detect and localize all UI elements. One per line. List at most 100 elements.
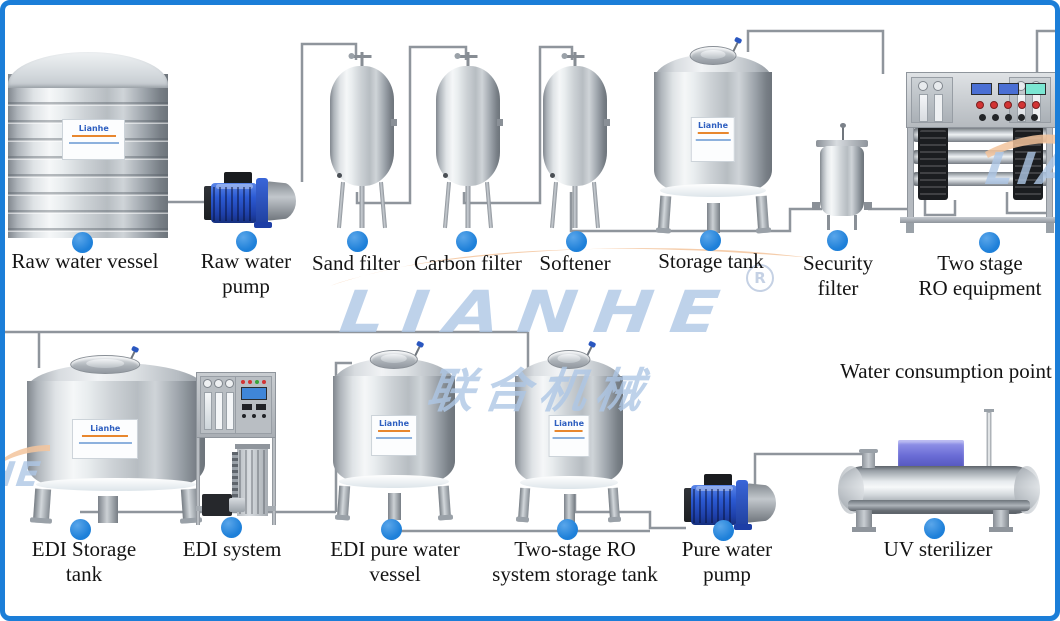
- connector-dot-two-stage-ro-storage: [557, 519, 578, 540]
- filter-outlet: [864, 202, 872, 210]
- filter-nozzle: [391, 118, 397, 126]
- uv-sterilizer-illustration: [836, 440, 1042, 532]
- ro-high-pressure-pump: [1010, 122, 1046, 200]
- edi-display: [240, 387, 267, 400]
- uv-outlet-pipe: [984, 409, 994, 466]
- label-raw-water-vessel: Raw water vessel: [11, 249, 159, 273]
- tank-outlet: [707, 203, 721, 233]
- connector-dot-edi-system: [221, 517, 242, 538]
- label-edi-system: EDI system: [182, 537, 282, 561]
- connector-dot-edi-pure-water-vessel: [381, 519, 402, 540]
- filter-port: [337, 173, 342, 178]
- filter-vent-pin: [840, 123, 846, 142]
- storage-tank-illustration: Lianhe: [654, 41, 772, 234]
- edi-module-stack: [232, 444, 270, 516]
- tank-outlet: [563, 494, 576, 522]
- filter-nozzle: [604, 118, 610, 126]
- brand-sticker: Lianhe: [62, 118, 126, 160]
- filter-top-valve: [561, 52, 585, 68]
- vessel-ribs: [8, 88, 168, 232]
- pump-motor: [211, 183, 258, 223]
- connector-dot-carbon-filter: [456, 231, 477, 252]
- two-stage-ro-illustration: [900, 70, 1060, 235]
- brand-sticker: Lianhe: [371, 414, 417, 456]
- pump-terminal-box: [224, 172, 252, 186]
- label-softener: Softener: [539, 251, 611, 275]
- tank-manhole-lid: [689, 46, 737, 65]
- carbon-filter-illustration: [436, 52, 503, 229]
- brand-sticker: Lianhe: [72, 418, 139, 460]
- uv-ballast-box: [898, 440, 964, 468]
- connector-dot-pure-water-pump: [713, 520, 734, 541]
- edi-flowmeter-panel: [200, 376, 239, 434]
- edi-system-illustration: [194, 370, 278, 525]
- connector-dot-softener: [566, 231, 587, 252]
- uv-support-rail: [848, 500, 1030, 511]
- tank-bottom-weld: [520, 476, 618, 490]
- raw-water-pump-illustration: [204, 170, 296, 228]
- ro-frame-base: [900, 217, 1060, 233]
- ro-flowmeter-panel: [911, 77, 953, 123]
- tank-bottom-weld: [659, 184, 767, 198]
- tank-bottom-weld: [35, 478, 197, 492]
- tank-bottom-weld: [339, 474, 449, 488]
- uv-inlet-nozzle: [859, 449, 878, 468]
- pump-motor: [691, 485, 738, 525]
- label-water-consumption-point: Water consumption point: [840, 359, 1052, 383]
- ro-control-panel: [906, 72, 1056, 128]
- filter-flange: [816, 140, 868, 147]
- connector-dot-two-stage-ro: [979, 232, 1000, 253]
- pump-terminal-box: [704, 474, 732, 488]
- filter-inlet: [812, 202, 820, 210]
- label-carbon-filter: Carbon filter: [414, 251, 522, 275]
- edi-pure-water-vessel-illustration: Lianhe: [333, 345, 455, 521]
- tank-manhole-lid: [70, 355, 141, 374]
- brand-sticker: Lianhe: [548, 415, 590, 457]
- filter-body: [330, 66, 394, 186]
- softener-illustration: [543, 52, 610, 229]
- connector-dot-sand-filter: [347, 231, 368, 252]
- sand-filter-illustration: [330, 52, 397, 229]
- connector-dot-edi-storage-tank: [70, 519, 91, 540]
- ro-display: [970, 83, 992, 95]
- tank-manhole-lid: [547, 350, 591, 369]
- pump-bracket: [733, 480, 752, 530]
- pump-bracket: [253, 178, 272, 228]
- edi-control-panel: [196, 372, 276, 438]
- edi-display-panel: [235, 376, 272, 434]
- label-uv-sterilizer: UV sterilizer: [883, 537, 993, 561]
- filter-body: [820, 146, 864, 216]
- filter-body: [543, 66, 607, 186]
- sticker-brand-text: Lianhe: [697, 121, 729, 131]
- pump-housing: [264, 181, 296, 221]
- connector-dot-raw-water-pump: [236, 231, 257, 252]
- filter-top-valve: [348, 52, 372, 68]
- filter-nozzle: [497, 118, 503, 126]
- ro-display: [997, 83, 1019, 95]
- filter-body: [436, 66, 500, 186]
- tank-manhole-lid: [369, 350, 419, 369]
- raw-water-vessel-illustration: Lianhe: [8, 52, 168, 238]
- connector-dot-storage-tank: [700, 230, 721, 251]
- edi-storage-tank-illustration: Lianhe: [27, 350, 205, 524]
- ro-high-pressure-pump: [915, 122, 951, 200]
- filter-top-valve: [454, 52, 478, 68]
- connector-dot-security-filter: [827, 230, 848, 251]
- two-stage-ro-storage-tank-illustration: Lianhe: [515, 345, 623, 523]
- edi-pump: [202, 494, 245, 516]
- label-sand-filter: Sand filter: [311, 251, 401, 275]
- vessel-dome: [8, 52, 168, 88]
- sticker-brand-text: Lianhe: [78, 124, 109, 134]
- pure-water-pump-illustration: [684, 472, 776, 530]
- sticker-brand-text: Lianhe: [90, 424, 121, 434]
- sticker-brand-text: Lianhe: [378, 418, 410, 428]
- sticker-brand-text: Lianhe: [553, 419, 585, 429]
- connector-dot-raw-water-vessel: [72, 232, 93, 253]
- filter-port: [443, 173, 448, 178]
